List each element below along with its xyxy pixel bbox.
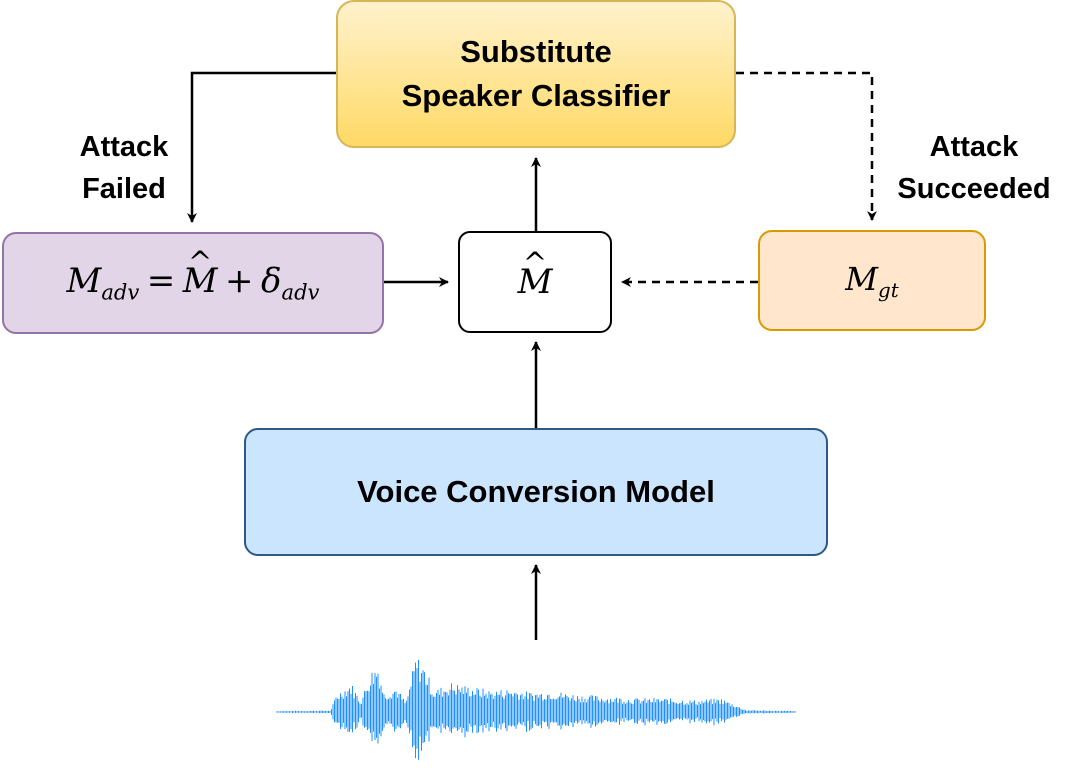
mhat-accent: ^ xyxy=(522,246,548,281)
classifier-label-line2: Speaker Classifier xyxy=(401,78,671,113)
attack-succeeded-line1: Attack xyxy=(929,131,1019,163)
predicted-mel-formula: ^M xyxy=(517,246,553,302)
ground-truth-mel-formula: Mgt xyxy=(845,260,898,302)
voice-conversion-model-node: Voice Conversion Model xyxy=(244,428,828,556)
adversarial-mel-formula: Madv=^M+δadv xyxy=(66,245,320,305)
classifier-label: Substitute Speaker Classifier xyxy=(402,30,671,118)
ground-truth-mel-node: Mgt xyxy=(758,230,986,331)
substitute-speaker-classifier-node: Substitute Speaker Classifier xyxy=(336,0,736,148)
audio-waveform-icon xyxy=(276,660,796,760)
attack-succeeded-label: Attack Succeeded xyxy=(882,126,1066,210)
delta-symbol: δ xyxy=(261,261,282,302)
mhat-letter: M xyxy=(517,262,553,302)
predicted-mel-node: ^M xyxy=(458,231,612,333)
waveform-path xyxy=(276,660,796,760)
madv-subscript: adv xyxy=(101,279,140,305)
edge-classifier-to-madv-attack-failed xyxy=(187,71,336,223)
equals-sign: = xyxy=(146,261,176,302)
mgt-symbol: M xyxy=(845,259,879,298)
attack-failed-label: Attack Failed xyxy=(60,126,188,210)
plus-sign: + xyxy=(225,261,254,302)
attack-failed-line1: Attack xyxy=(79,131,169,163)
classifier-label-line1: Substitute xyxy=(460,34,612,69)
voice-conversion-label: Voice Conversion Model xyxy=(357,474,715,509)
adversarial-mel-node: Madv=^M+δadv xyxy=(2,232,384,334)
mgt-subscript: gt xyxy=(878,278,899,302)
delta-subscript: adv xyxy=(281,279,320,305)
mhat-symbol: ^M xyxy=(517,246,553,302)
hat-accent: ^ xyxy=(188,245,213,280)
mhat-term: ^M xyxy=(182,245,218,302)
attack-succeeded-line2: Succeeded xyxy=(897,173,1051,205)
mhat-term-symbol: M xyxy=(182,261,218,302)
attack-failed-line2: Failed xyxy=(82,173,166,205)
madv-symbol: M xyxy=(66,261,102,302)
edge-classifier-to-mgt-attack-succeeded xyxy=(736,71,877,221)
